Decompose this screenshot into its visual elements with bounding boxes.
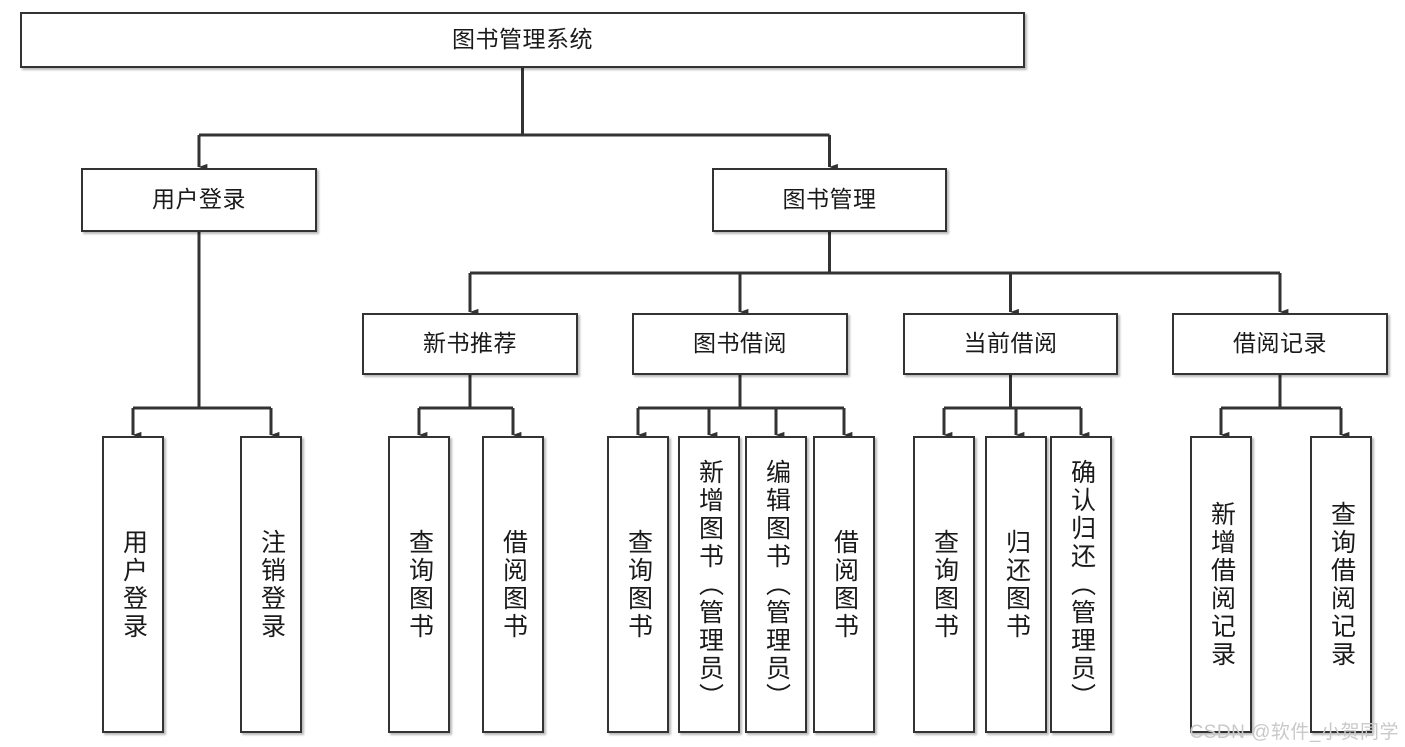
node-label-new-book-recommend: 新书推荐 [423, 330, 517, 357]
node-label-borrow-record: 借阅记录 [1233, 330, 1327, 357]
node-label-user-login: 用户登录 [152, 186, 246, 213]
csdn-watermark: CSDN @软件_小贺同学 [1189, 722, 1399, 743]
node-label-root: 图书管理系统 [452, 26, 593, 53]
node-box-root[interactable]: 图书管理系统 [20, 12, 1025, 68]
node-box-borrow-record[interactable]: 借阅记录 [1172, 313, 1388, 375]
node-label-leaf-borrow-book-recommend: 借阅图书 [499, 528, 528, 641]
node-box-leaf-query-book-recommend[interactable]: 查询图书 [388, 436, 450, 733]
node-label-leaf-user-login: 用户登录 [119, 528, 148, 641]
node-label-current-borrow: 当前借阅 [963, 330, 1058, 357]
node-box-leaf-confirm-return-admin[interactable]: 确认归还（管理员） [1050, 436, 1112, 733]
node-box-leaf-return-book[interactable]: 归还图书 [985, 436, 1047, 733]
node-box-leaf-add-book-admin[interactable]: 新增图书（管理员） [678, 436, 740, 733]
node-label-leaf-borrow-book: 借阅图书 [830, 528, 859, 641]
node-label-leaf-query-book-borrow: 查询图书 [624, 528, 653, 641]
node-label-leaf-confirm-return-admin: 确认归还（管理员） [1067, 458, 1096, 711]
node-label-leaf-query-book-recommend: 查询图书 [405, 528, 434, 641]
node-label-leaf-add-book-admin: 新增图书（管理员） [695, 458, 724, 711]
node-label-book-borrow: 图书借阅 [693, 330, 787, 357]
node-box-book-borrow[interactable]: 图书借阅 [632, 313, 848, 375]
node-label-book-management: 图书管理 [782, 186, 877, 213]
node-box-leaf-edit-book-admin[interactable]: 编辑图书（管理员） [745, 436, 807, 733]
node-box-book-management[interactable]: 图书管理 [712, 168, 947, 232]
node-label-leaf-return-book: 归还图书 [1002, 528, 1031, 641]
node-box-leaf-user-logout[interactable]: 注销登录 [240, 436, 302, 733]
node-box-leaf-borrow-book[interactable]: 借阅图书 [813, 436, 875, 733]
node-box-leaf-borrow-book-recommend[interactable]: 借阅图书 [482, 436, 544, 733]
node-box-leaf-query-borrow-record[interactable]: 查询借阅记录 [1310, 436, 1372, 733]
node-label-leaf-edit-book-admin: 编辑图书（管理员） [762, 458, 791, 711]
node-label-leaf-user-logout: 注销登录 [257, 528, 286, 641]
node-box-leaf-user-login[interactable]: 用户登录 [102, 436, 164, 733]
node-label-leaf-add-borrow-record: 新增借阅记录 [1207, 500, 1236, 669]
node-box-leaf-query-book-borrow[interactable]: 查询图书 [607, 436, 669, 733]
node-box-current-borrow[interactable]: 当前借阅 [903, 313, 1118, 375]
node-box-leaf-add-borrow-record[interactable]: 新增借阅记录 [1190, 436, 1252, 733]
node-box-leaf-query-book-current[interactable]: 查询图书 [913, 436, 975, 733]
node-box-user-login[interactable]: 用户登录 [81, 168, 317, 232]
node-label-leaf-query-book-current: 查询图书 [930, 528, 959, 641]
node-box-new-book-recommend[interactable]: 新书推荐 [362, 313, 578, 375]
node-label-leaf-query-borrow-record: 查询借阅记录 [1327, 500, 1356, 669]
